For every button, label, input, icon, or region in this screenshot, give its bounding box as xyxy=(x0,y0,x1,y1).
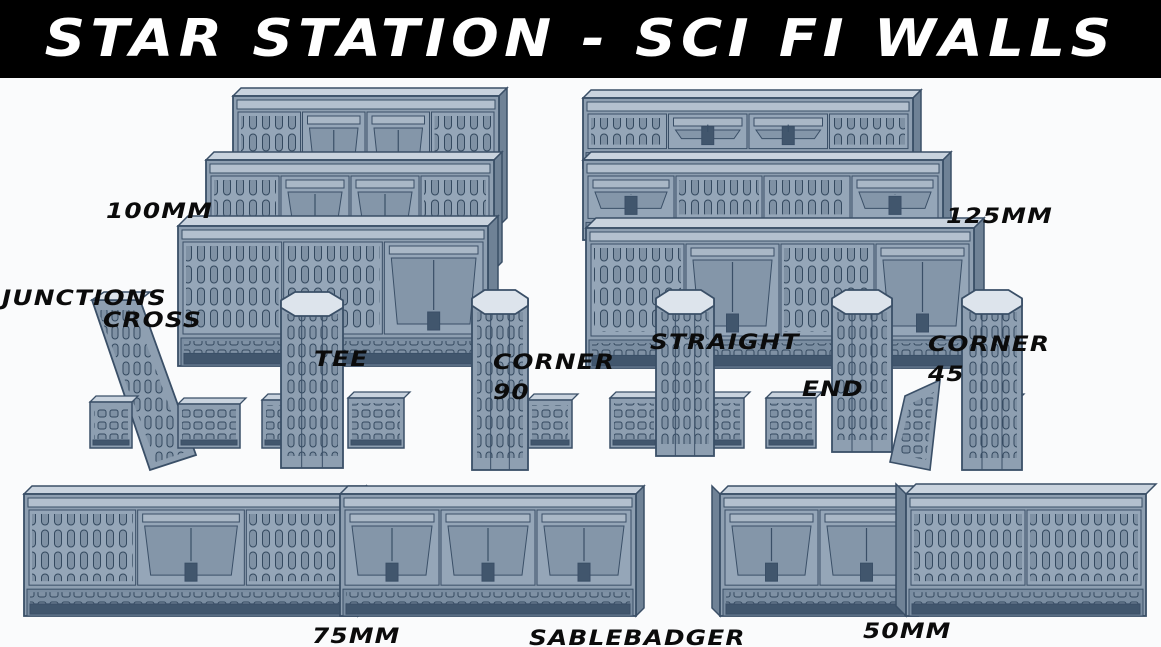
junction-straight xyxy=(655,289,715,457)
corner90-base xyxy=(526,393,580,449)
label-tee: TEE xyxy=(314,347,369,371)
page-title: STAR STATION - SCI FI WALLS xyxy=(44,9,1117,69)
wall-50mm-door xyxy=(711,484,928,618)
label-75mm: 75MM xyxy=(312,624,401,647)
junction-cross xyxy=(89,291,198,472)
label-corner-45-line2: 45 xyxy=(928,362,965,386)
label-corner-90-line1: CORNER xyxy=(493,350,616,374)
wall-75mm-large xyxy=(22,484,368,618)
wall-50mm-slots xyxy=(895,482,1158,618)
straight-base-left xyxy=(608,391,666,449)
label-maker: SABLEBADGER xyxy=(529,626,746,647)
title-banner: STAR STATION - SCI FI WALLS xyxy=(0,0,1161,78)
label-end: END xyxy=(802,377,864,401)
label-100mm: 100MM xyxy=(106,199,213,223)
junction-end xyxy=(831,289,893,453)
end-base-left xyxy=(764,391,824,449)
junction-tee xyxy=(280,291,344,469)
junction-corner-90 xyxy=(471,289,529,471)
label-125mm: 125MM xyxy=(946,204,1053,228)
label-50mm: 50MM xyxy=(863,619,952,643)
cross-base-right xyxy=(176,397,248,449)
label-corner-90-line2: 90 xyxy=(493,380,530,404)
wall-models-render xyxy=(22,86,1158,618)
junction-corner-45-wing xyxy=(889,378,941,471)
tee-base-right xyxy=(346,391,412,449)
wall-75mm-triple xyxy=(338,484,646,618)
label-junctions: JUNCTIONS xyxy=(2,286,167,310)
label-cross: CROSS xyxy=(103,308,203,332)
junction-corner-45 xyxy=(961,289,1023,471)
label-straight: STRAIGHT xyxy=(650,330,800,354)
cross-base-left xyxy=(88,395,140,449)
label-corner-45-line1: CORNER xyxy=(928,332,1051,356)
